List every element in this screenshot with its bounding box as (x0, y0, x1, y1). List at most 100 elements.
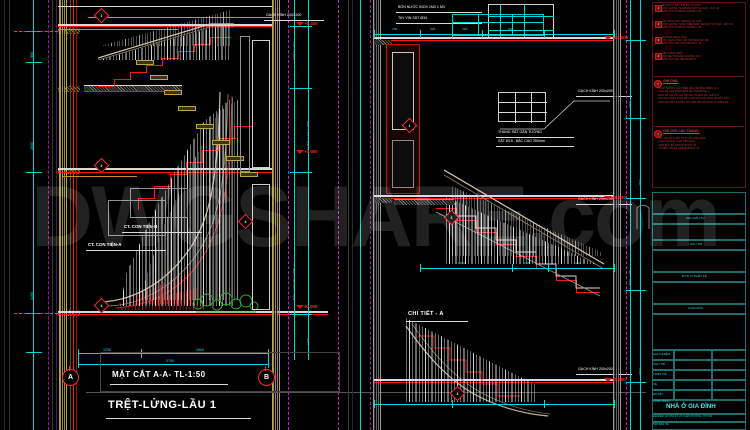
step-tag (240, 172, 258, 177)
right-dim-line-1 (294, 0, 295, 360)
legend-line: MÁI BTCT DÀY 100 ĐỔ TẠI CHỖ (662, 4, 701, 7)
legend-item[interactable]: 3 TƯỜNG GẠCH ỐNG XÂY GẠCH ỐNG 100 TƯỜNG … (654, 36, 744, 52)
rp-level-text-9200: +9.200 (612, 195, 626, 200)
step-tag (164, 90, 182, 95)
legend-number: 2 (655, 21, 662, 28)
legend-text: SÀN BTCT DÀY 100 ĐỔ TẠI CHỖ LỚP CHỐNG TH… (662, 20, 733, 29)
rp-slab-red (374, 40, 614, 41)
tank-line-4 (524, 4, 525, 38)
left-dim-line (33, 0, 34, 430)
tb-sig-label (652, 350, 674, 360)
sheet-border-inner (9, 0, 10, 430)
rp-guard-post (478, 14, 479, 36)
legend-line: LỚP VỮA TRÁT TƯỜNG DÀY 15 (662, 42, 702, 46)
legend-group-2: ! GHI CHÚ: - KÍCH THƯỚC GHI TRÊN BẢN VẼ … (654, 79, 744, 124)
floor-finish-line (58, 29, 178, 30)
floor-line-white (58, 311, 328, 313)
dim-tick (626, 290, 646, 291)
annotation-leader-3 (496, 137, 574, 138)
legend-line: NỀN TẦNG TRỆT (662, 52, 683, 55)
tb-sig-label (652, 380, 674, 390)
legend-line: - KHI THI CÔNG PHẢI KẾT HỢP VỚI CÁC BẢN … (657, 97, 729, 101)
tb-sig-cell (712, 370, 746, 380)
annotation-gach-kinh-r3: GẠCH KÍNH 200x200 (578, 367, 613, 371)
vdim-bac170: BẬC x 170=154 = 2800 (292, 267, 296, 300)
left-wall-edge-2 (66, 0, 67, 430)
dim-tick (26, 62, 42, 63)
dim-tick (614, 264, 615, 272)
rp-vdim-2000: 2000 (628, 101, 632, 108)
rp-vdim-3400-b: 3400 (638, 368, 642, 375)
sheet-title: TRỆT-LỬNG-LẦU 1 (108, 399, 217, 411)
step-tag (136, 60, 154, 65)
legend-text: MÁI BTCT DÀY 100 ĐỔ TẠI CHỖ LỚP CHỐNG TH… (662, 4, 719, 13)
vdim-11bac: 11 BẬC x 166 = 1815 (306, 120, 310, 150)
legend-line: TƯỜNG GẠCH ỐNG (662, 36, 687, 39)
legend-bullet-icon: ! (654, 80, 662, 88)
right-wall-edge-2 (279, 0, 280, 430)
rp-door-upper (392, 52, 414, 130)
legend-text: - KÍCH THƯỚC GHI TRÊN BẢN VẼ TÍNH BẰNG m… (657, 87, 729, 104)
tb-arc-decoration (636, 200, 650, 230)
legend-item[interactable]: 1 MÁI BTCT DÀY 100 ĐỔ TẠI CHỖ LỚP CHỐNG … (654, 4, 744, 20)
vdim-1000: 1000 (306, 338, 310, 345)
legend-line: XÂY GẠCH ỐNG 100 TƯỜNG DÀY 100 (662, 39, 709, 43)
dim-tick (290, 172, 312, 173)
rp-hdim-600: 600 (508, 27, 514, 31)
step-tag (212, 140, 230, 145)
right-wall-hatch (273, 0, 278, 430)
legend-line: - KÍCH THƯỚC GHI TRÊN BẢN VẼ TÍNH BẰNG m… (657, 87, 719, 90)
tb-project-row (652, 400, 746, 414)
ladder-leader (500, 95, 610, 131)
tb-project-label: CÔNG TRÌNH (653, 400, 670, 403)
dim-tick (544, 30, 545, 38)
dim-tick (626, 382, 646, 383)
rp-vdim-3400: 3400 (638, 179, 642, 186)
legend-item[interactable]: 2 SÀN BTCT DÀY 100 ĐỔ TẠI CHỖ LỚP CHỐNG … (654, 20, 744, 36)
legend-item[interactable]: 4 NỀN TẦNG TRỆT LỚP BÊ TÔNG ĐÁ 4x6 MÁC 1… (654, 52, 744, 68)
wall-structure-red-2 (76, 0, 77, 430)
landing-slab (84, 86, 182, 91)
annotation-thang-sat: THANG SẮT GẮN TƯỜNG (498, 130, 542, 134)
rp-slab-hatch-2 (374, 198, 392, 203)
level-guide (14, 313, 58, 314)
tank-line-3 (500, 4, 501, 38)
floor-line-red (58, 172, 273, 173)
left-vdim-2800: 2800 (30, 142, 34, 150)
dim-tick (141, 349, 142, 358)
label-underline (86, 250, 166, 251)
legend-panel (652, 2, 746, 188)
grid-bubble-a[interactable]: A (62, 369, 79, 386)
detail-box-b (130, 188, 188, 218)
section-centerline-2 (338, 0, 339, 430)
left-centerline (48, 0, 49, 430)
detail-title-underline (406, 321, 468, 322)
dim-tick (374, 400, 375, 408)
tb-sig-cell (712, 350, 746, 360)
tb-drawing-label: TÊN BẢN VẼ (653, 423, 669, 426)
tb-label-chu-tri: CHỦ TRÌ (690, 242, 703, 246)
tb-row (652, 240, 746, 250)
dim-tick (626, 118, 646, 119)
level-text-8400: +8.400 (304, 21, 318, 26)
tb-label-thiet-ke: THIẾT KẾ (653, 372, 667, 376)
legend-text: NỀN TẦNG TRỆT LỚP BÊ TÔNG ĐÁ 4x6 MÁC 100… (662, 52, 700, 61)
detail-title: CHI TIẾT - A (408, 311, 444, 317)
annotation-leader-2 (396, 23, 482, 24)
grid-bubble-b[interactable]: B (258, 369, 275, 386)
hdim-3750: 3750 (166, 359, 174, 363)
tb-row (652, 272, 746, 282)
right-panel-dim-line (360, 0, 361, 430)
legend-line: SÀN BTCT DÀY 100 ĐỔ TẠI CHỖ (662, 20, 702, 23)
tb-sig-label (652, 390, 674, 400)
vdim-3bac: 3 BẬC x 170 (292, 42, 296, 60)
step-tag (178, 106, 196, 111)
annotation-tay-vin: TAY VỊN SẮT Ø34 (398, 16, 428, 20)
dim-tick (512, 264, 513, 272)
wall-ladder-detail (498, 92, 547, 123)
step-tag (150, 75, 168, 80)
annotation-leader (264, 20, 324, 21)
window-frame (240, 36, 250, 172)
slab-hatch (58, 28, 80, 34)
